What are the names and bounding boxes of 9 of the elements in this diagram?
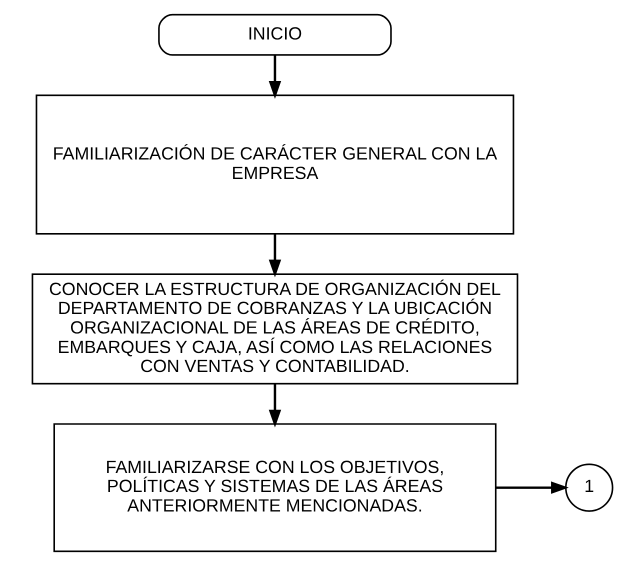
arrow (268, 55, 281, 99)
node-box: FAMILIARIZACIÓN DE CARÁCTER GENERAL CON LA EMPRESA (35, 94, 514, 235)
arrow (495, 481, 568, 494)
arrow (268, 384, 281, 428)
node-box: CONOCER LA ESTRUCTURA DE ORGANIZACIÓN DEL DEPARTAMENTO DE COBRANZAS Y LA UBICACIÓN ORGANIZACIONAL DE LAS ÁREAS DE CRÉDITO, EMBARQUES Y CAJA, ASÍ COMO LAS RELACIONES CON VENTAS Y CONTABILIDAD. (31, 273, 518, 385)
node-box: INICIO (158, 14, 392, 56)
node-circle: 1 (564, 463, 613, 512)
arrow (268, 234, 281, 278)
node-box: FAMILIARIZARSE CON LOS OBJETIVOS, POLÍTICAS Y SISTEMAS DE LAS ÁREAS ANTERIORMENTE MENCIONADAS. (52, 423, 496, 552)
